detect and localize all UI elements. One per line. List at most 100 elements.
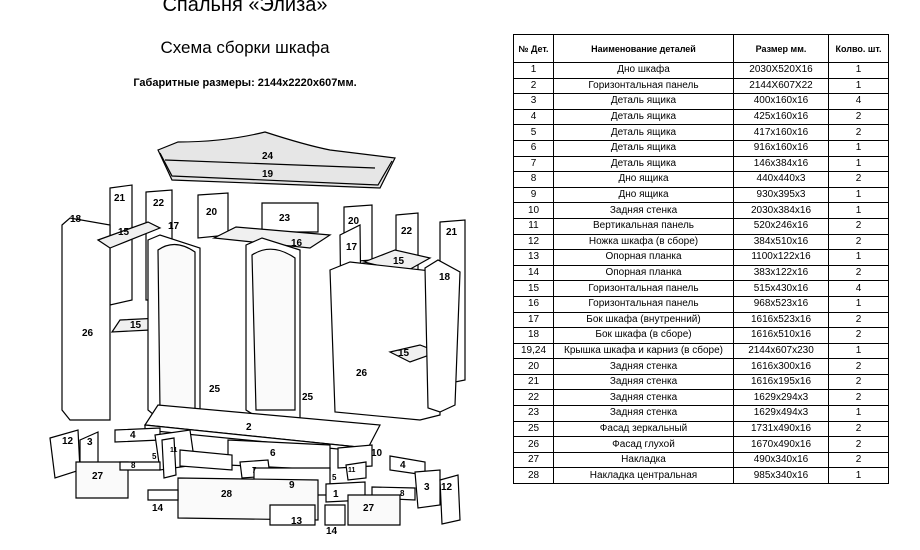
label-4: 4 xyxy=(130,430,136,441)
label-11: 11 xyxy=(170,447,178,454)
cell-size: 490x340x16 xyxy=(733,451,829,469)
cell-size: 384x510x16 xyxy=(733,233,829,251)
col-header-qty: Колво. шт. xyxy=(828,34,889,63)
cell-size: 2144X607X22 xyxy=(733,77,829,95)
cell-qty: 2 xyxy=(828,108,889,126)
cell-qty: 4 xyxy=(828,280,889,297)
cell-number: 14 xyxy=(513,264,554,282)
cell-number: 27 xyxy=(513,451,554,469)
col-header-number: № Дет. xyxy=(513,34,554,63)
cell-number: 18 xyxy=(513,327,554,344)
cell-size: 1629x294x3 xyxy=(733,389,829,407)
cell-number: 11 xyxy=(513,217,554,235)
col-header-name: Наименование деталей xyxy=(553,34,734,63)
cell-qty: 2 xyxy=(828,311,889,329)
cell-size: 1731x490x16 xyxy=(733,420,829,438)
cell-number: 7 xyxy=(513,155,554,173)
label-4: 4 xyxy=(400,460,406,471)
label-21: 21 xyxy=(446,227,458,238)
cell-number: 9 xyxy=(513,186,554,204)
cell-name: Вертикальная панель xyxy=(553,217,734,235)
page-title: Спальня «Элиза» xyxy=(162,0,328,16)
cell-qty: 2 xyxy=(828,124,889,141)
cell-name: Накладка xyxy=(553,451,734,469)
cell-name: Бок шкафа (внутренний) xyxy=(553,311,734,329)
cell-qty: 2 xyxy=(828,373,889,391)
cell-size: 1616x523x16 xyxy=(733,311,829,329)
cell-qty: 2 xyxy=(828,233,889,251)
cell-qty: 2 xyxy=(828,389,889,407)
cell-size: 383x122x16 xyxy=(733,264,829,282)
cell-qty: 2 xyxy=(828,327,889,344)
label-10: 10 xyxy=(371,448,383,459)
cell-qty: 1 xyxy=(828,342,889,360)
cell-number: 6 xyxy=(513,139,554,157)
crown-part xyxy=(157,131,396,189)
cell-qty: 1 xyxy=(828,405,889,422)
cell-size: 1616x195x16 xyxy=(733,373,829,391)
label-19: 19 xyxy=(262,169,274,180)
label-26: 26 xyxy=(356,368,368,379)
label-26: 26 xyxy=(82,328,94,339)
cell-name: Бок шкафа (в сборе) xyxy=(553,327,734,344)
drawer-parts xyxy=(49,427,461,526)
label-15: 15 xyxy=(130,320,142,331)
cell-size: 1629x494x3 xyxy=(733,405,829,422)
label-3: 3 xyxy=(87,437,93,448)
cell-size: 425x160x16 xyxy=(733,108,829,126)
label-28: 28 xyxy=(221,489,233,500)
cell-name: Горизонтальная панель xyxy=(553,280,734,297)
label-8: 8 xyxy=(400,489,405,498)
label-22: 22 xyxy=(401,226,413,237)
cell-name: Деталь ящика xyxy=(553,93,734,110)
cell-number: 2 xyxy=(513,77,554,95)
label-13: 13 xyxy=(291,516,303,527)
cell-qty: 1 xyxy=(828,155,889,173)
label-5: 5 xyxy=(152,452,157,461)
cell-qty: 4 xyxy=(828,93,889,110)
cell-qty: 2 xyxy=(828,436,889,453)
cell-number: 28 xyxy=(513,467,554,485)
cell-number: 1 xyxy=(513,62,554,79)
cell-qty: 2 xyxy=(828,217,889,235)
label-18: 18 xyxy=(439,272,451,283)
table-header-row: № Дет. Наименование деталей Размер мм. К… xyxy=(513,34,889,63)
label-8: 8 xyxy=(131,461,136,470)
label-22: 22 xyxy=(153,198,165,209)
center-section xyxy=(211,226,332,421)
cell-name: Деталь ящика xyxy=(553,155,734,173)
label-6: 6 xyxy=(270,448,276,459)
cell-number: 26 xyxy=(513,436,554,453)
overall-dimensions: Габаритные размеры: 2144х2220х607мм. xyxy=(133,77,357,89)
cell-number: 13 xyxy=(513,249,554,266)
cell-qty: 2 xyxy=(828,358,889,375)
label-3: 3 xyxy=(424,482,430,493)
cell-size: 417x160x16 xyxy=(733,124,829,141)
label-14: 14 xyxy=(152,503,164,514)
label-2: 2 xyxy=(246,422,252,433)
cell-size: 930x395x3 xyxy=(733,186,829,204)
cell-number: 21 xyxy=(513,373,554,391)
cell-number: 12 xyxy=(513,233,554,251)
cell-number: 4 xyxy=(513,108,554,126)
label-15: 15 xyxy=(393,256,405,267)
cell-number: 3 xyxy=(513,93,554,110)
cell-qty: 1 xyxy=(828,295,889,313)
cell-qty: 1 xyxy=(828,139,889,157)
cell-size: 1670x490x16 xyxy=(733,436,829,453)
